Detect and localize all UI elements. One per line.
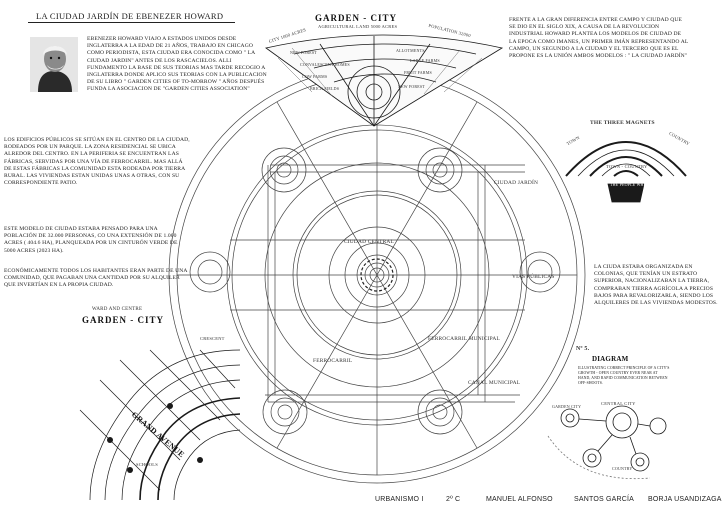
label-ferrocarril-municipal: FERROCARRIL MUNICIPAL bbox=[428, 336, 500, 342]
diagram-central: CENTRAL CITY bbox=[601, 401, 636, 406]
label-canal-municipal: CANAL MUNICIPAL bbox=[468, 380, 521, 386]
three-magnets-diagram bbox=[565, 141, 687, 203]
layout-description-text: LOS EDIFICIOS PÚBLICOS SE SITÚAN EN EL C… bbox=[4, 137, 190, 187]
garden-city-wedge-diagram bbox=[265, 34, 504, 127]
wedge-item-4: LARGE FARMS bbox=[410, 58, 440, 63]
ward-and-centre-diagram bbox=[79, 349, 241, 500]
footer-author-3: BORJA USANDIZAGA bbox=[648, 496, 722, 503]
diagram-garden: GARDEN CITY bbox=[552, 404, 582, 409]
footer-author-2: SANTOS GARCÍA bbox=[574, 496, 635, 503]
label-ciudad-central: CIUDAD CENTRAL bbox=[344, 239, 394, 245]
population-text: ESTE MODELO DE CIUDAD ESTABA PENSADO PAR… bbox=[4, 226, 178, 254]
label-ciudad-jardin: CIUDAD JARDÍN bbox=[494, 180, 539, 186]
page-title: LA CIUDAD JARDÍN DE EBENEZER HOWARD bbox=[36, 11, 224, 21]
diagram-heading: DIAGRAM bbox=[592, 355, 629, 363]
wedge-item-1: NEW FOREST bbox=[290, 50, 317, 55]
diagram-caption: ILLUSTRATING CORRECT PRINCIPLE OF A CITY… bbox=[578, 366, 670, 385]
ward-crescent: CRESCENT bbox=[200, 336, 225, 341]
diagram-number: Nº 5. bbox=[576, 346, 590, 352]
wedge-item-8: NEW FOREST bbox=[398, 84, 425, 89]
ward-schools: SCHOOLS bbox=[136, 462, 158, 467]
wedge-item-2: CONVALESCENT HOMES bbox=[300, 62, 350, 67]
diagram-no5 bbox=[547, 405, 667, 480]
wedge-item-7: BRICK FIELDS bbox=[310, 86, 340, 91]
wedge-arc-label: AGRICULTURAL LAND 5000 ACRES bbox=[318, 24, 398, 29]
portrait-drawing bbox=[30, 37, 78, 92]
label-vias-publicas: VIAS PÚBLICAS bbox=[512, 274, 555, 280]
ward-heading-small: WARD AND CENTRE bbox=[92, 307, 143, 312]
magnets-town-country: TOWN - COUNTRY bbox=[606, 164, 648, 169]
howard-portrait bbox=[30, 37, 78, 92]
footer-course: URBANISMO I bbox=[375, 496, 424, 503]
footer-credits: URBANISMO I 2º C MANUEL ALFONSO SANTOS G… bbox=[0, 496, 728, 510]
label-ferrocarril: FERROCARRIL bbox=[313, 358, 353, 364]
ward-heading: GARDEN - CITY bbox=[82, 315, 165, 325]
footer-group: 2º C bbox=[446, 496, 461, 503]
footer-author-1: MANUEL ALFONSO bbox=[486, 496, 553, 503]
wedge-item-3: ALLOTMENTS bbox=[396, 48, 425, 53]
introduction-text: FRENTE A LA GRAN DIFERENCIA ENTRE CAMPO … bbox=[509, 17, 689, 60]
magnets-heading: THE THREE MAGNETS bbox=[590, 120, 655, 126]
wedge-item-5: COW FARMS bbox=[302, 74, 328, 79]
economy-text: ECONÓMICAMENTE TODOS LOS HABITANTES ERAN… bbox=[4, 268, 188, 289]
wedge-heading: GARDEN - CITY bbox=[315, 13, 398, 23]
diagram-country: COUNTRY bbox=[612, 466, 633, 471]
title-underline bbox=[28, 22, 235, 23]
wedge-item-6: FRUIT FARMS bbox=[404, 70, 432, 75]
colonies-text: LA CIUDA ESTABA ORGANIZADA EN COLONIAS, … bbox=[594, 264, 718, 307]
magnets-question: THE PEOPLE WHERE WILL THEY GO ? bbox=[610, 182, 687, 187]
biography-text: EBENEZER HOWARD VIAJO A ESTADOS UNIDOS D… bbox=[87, 36, 267, 93]
